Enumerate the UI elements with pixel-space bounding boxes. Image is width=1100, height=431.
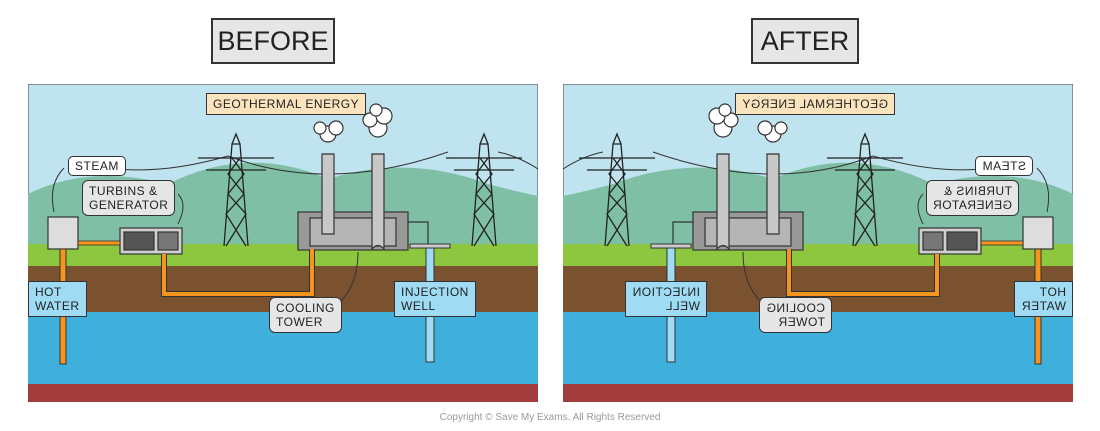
grass-layer <box>563 244 1073 266</box>
geothermal-title-label: GEOTHERMAL ENERGY <box>734 93 895 115</box>
grass-layer <box>28 244 538 266</box>
cooling-pipe <box>787 249 939 296</box>
bedrock-layer <box>563 384 1073 402</box>
wellhead-icon <box>47 216 79 250</box>
steam-cloud-icon <box>362 103 393 138</box>
hot-water-line1: HOT <box>35 285 62 299</box>
injection-well-line2: WELL <box>665 299 700 313</box>
turbine-label-line1: TURBINS & <box>943 184 1012 198</box>
wellhead-icon <box>1022 216 1054 250</box>
cooling-tower-line2: TOWER <box>276 315 323 329</box>
steam-cloud-icon <box>313 120 344 143</box>
bedrock-layer <box>28 384 538 402</box>
steam-cloud-icon <box>757 120 788 143</box>
cooling-tower-icon <box>297 153 429 251</box>
pylon-icon <box>579 132 655 247</box>
copyright-text: Copyright © Save My Exams. All Rights Re… <box>439 412 661 423</box>
injection-well-line2: WELL <box>401 299 436 313</box>
turbine-label-line2: GENERATOR <box>932 198 1012 212</box>
cooling-tower-line1: COOLING <box>276 301 335 315</box>
geothermal-title-label: GEOTHERMAL ENERGY <box>206 93 367 115</box>
cooling-tower-label: COOLING TOWER <box>759 297 832 333</box>
hot-water-line2: WATER <box>35 299 80 313</box>
after-heading: AFTER <box>751 18 859 64</box>
hot-water-line1: HOT <box>1039 285 1066 299</box>
turbine-label-line2: GENERATOR <box>89 198 169 212</box>
hot-water-line2: WATER <box>1021 299 1067 313</box>
pylon-icon <box>446 132 522 247</box>
cooling-pipe <box>162 249 314 296</box>
turbine-icon <box>119 227 183 255</box>
turbine-label-line1: TURBINS & <box>89 184 158 198</box>
geothermal-scene <box>563 84 1073 402</box>
injection-well-line1: INJECTION <box>632 285 700 299</box>
turbine-label: TURBINS & GENERATOR <box>82 180 176 216</box>
geothermal-scene <box>28 84 538 402</box>
cooling-tower-label: COOLING TOWER <box>269 297 342 333</box>
before-heading: BEFORE <box>211 18 335 64</box>
before-diagram: GEOTHERMAL ENERGY STEAM TURBINS & GENERA… <box>28 84 538 402</box>
pylon-icon <box>827 132 903 247</box>
steam-cloud-icon <box>708 103 739 138</box>
hot-water-label: HOT WATER <box>28 281 87 317</box>
cooling-tower-line2: TOWER <box>778 315 825 329</box>
injection-well-label: INJECTION WELL <box>394 281 476 317</box>
turbine-label: TURBINS & GENERATOR <box>925 180 1019 216</box>
injection-well-label: INJECTION WELL <box>625 281 707 317</box>
turbine-icon <box>918 227 982 255</box>
steam-label: STEAM <box>68 156 126 176</box>
after-diagram: GEOTHERMAL ENERGY STEAM TURBINS & GENERA… <box>563 84 1073 402</box>
steam-label: STEAM <box>975 156 1033 176</box>
hot-water-label: HOT WATER <box>1014 281 1073 317</box>
injection-well-line1: INJECTION <box>401 285 469 299</box>
pylon-icon <box>198 132 274 247</box>
cooling-tower-icon <box>672 153 804 251</box>
cooling-tower-line1: COOLING <box>766 301 825 315</box>
